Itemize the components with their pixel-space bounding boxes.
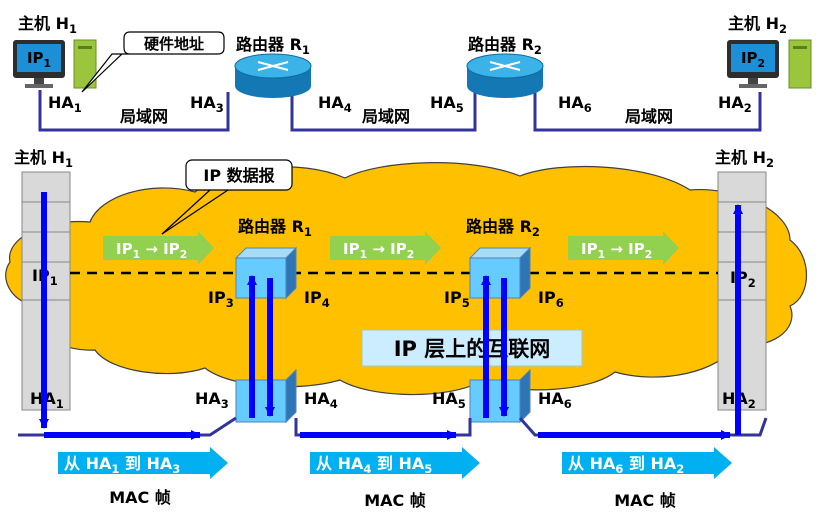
lan3-label: 局域网: [625, 107, 673, 126]
datagram-callout: IP 数据报: [161, 159, 293, 235]
bottom-ip3: IP3: [208, 288, 234, 310]
router1-title: 路由器 R1: [236, 35, 310, 57]
bottom-ip5: IP5: [444, 288, 470, 310]
ip-flow-tag-1: IP1 → IP2: [103, 231, 214, 265]
router1-mac-box: [235, 368, 297, 424]
host2-stack: [717, 171, 767, 411]
ip-layer-section: IP1 → IP2 IP1 → IP2 IP1 → IP2 IP 数据报 主机 …: [5, 148, 808, 510]
svg-text:IP1 → IP2: IP1 → IP2: [343, 240, 414, 261]
router2-ip-box: [468, 246, 532, 300]
router1-ip-box: [234, 246, 298, 300]
top-ha2: HA2: [718, 93, 752, 115]
bottom-ha5: HA5: [432, 389, 466, 411]
svg-text:IP 层上的互联网: IP 层上的互联网: [394, 337, 551, 361]
top-ha3: HA3: [190, 93, 224, 115]
router1-icon: [234, 53, 312, 98]
top-ha6: HA6: [558, 93, 592, 115]
mac-frame-label-1: MAC 帧: [109, 488, 171, 507]
svg-text:IP1 → IP2: IP1 → IP2: [581, 240, 652, 261]
top-ha4: HA4: [318, 93, 352, 115]
router2-icon: [466, 53, 544, 98]
host2-title: 主机 H2: [728, 14, 787, 36]
lan1-label: 局域网: [120, 107, 168, 126]
host1-title: 主机 H1: [18, 14, 77, 36]
host2-ip-label: IP2: [741, 49, 765, 70]
router2-mac-box: [469, 368, 531, 424]
svg-text:从 HA1 到 HA3: 从 HA1 到 HA3: [64, 454, 180, 476]
mac-frame-tag-3: 从 HA6 到 HA2: [562, 447, 732, 479]
top-ha5: HA5: [430, 93, 464, 115]
lan-lines: [38, 90, 762, 132]
ip-layer-title: IP 层上的互联网: [361, 329, 583, 367]
host2-computer: IP2: [727, 39, 812, 89]
bottom-ha3: HA3: [195, 389, 229, 411]
top-ha1: HA1: [48, 93, 82, 115]
svg-text:从 HA6 到 HA2: 从 HA6 到 HA2: [568, 454, 684, 476]
router2-title: 路由器 R2: [468, 35, 542, 57]
bottom-host1-title: 主机 H1: [14, 148, 73, 170]
host1-ip-label: IP1: [27, 49, 51, 70]
mac-frame-tag-2: 从 HA4 到 HA5: [310, 447, 480, 479]
bottom-ip6: IP6: [538, 288, 564, 310]
mac-frame-label-3: MAC 帧: [614, 491, 676, 510]
data-flow-arrows: [39, 192, 743, 440]
svg-text:IP 数据报: IP 数据报: [203, 166, 274, 185]
svg-text:IP1 → IP2: IP1 → IP2: [116, 240, 187, 261]
mac-frame-label-2: MAC 帧: [364, 491, 426, 510]
bottom-router1-title: 路由器 R1: [238, 217, 312, 239]
bottom-ha4: HA4: [304, 389, 338, 411]
topology-section: IP1 主机 H1 IP2 主机 H2 硬件地址: [13, 14, 812, 132]
ip-flow-tag-2: IP1 → IP2: [330, 231, 441, 265]
svg-text:硬件地址: 硬件地址: [144, 35, 204, 53]
bottom-host2-title: 主机 H2: [715, 148, 774, 170]
ip-flow-tag-3: IP1 → IP2: [568, 231, 679, 265]
svg-text:从 HA4 到 HA5: 从 HA4 到 HA5: [316, 454, 432, 476]
bottom-ip4: IP4: [304, 288, 330, 310]
lan2-label: 局域网: [362, 107, 410, 126]
hw-address-callout: 硬件地址: [81, 31, 225, 93]
host1-computer: IP1: [13, 39, 97, 89]
bottom-ha6: HA6: [538, 389, 572, 411]
bottom-router2-title: 路由器 R2: [466, 217, 540, 239]
mac-frame-tag-1: 从 HA1 到 HA3: [58, 447, 228, 479]
